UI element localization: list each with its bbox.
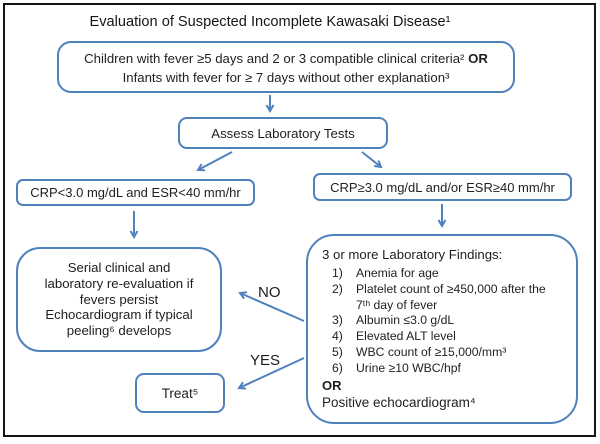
entry-criteria-line1: Children with fever ≥5 days and 2 or 3 c… (59, 49, 513, 68)
findings-or-label: OR (322, 377, 342, 393)
low-crp-esr-box: CRP<3.0 mg/dL and ESR<40 mm/hr (16, 179, 255, 206)
findings-item-text: Elevated ALT level (356, 329, 456, 344)
entry-criteria-text: Children with fever ≥5 days and 2 or 3 c… (84, 51, 465, 66)
findings-item-number: 5) (332, 344, 343, 359)
serial-line4: Echocardiogram if typical (45, 307, 193, 323)
findings-item: 3) Albumin ≤3.0 g/dL (322, 313, 566, 329)
treat-box: Treat⁵ (135, 373, 225, 413)
findings-echocardiogram-text: Positive echocardiogram⁴ (322, 394, 476, 410)
assess-label: Assess Laboratory Tests (211, 125, 355, 141)
serial-reevaluation-box: Serial clinical and laboratory re-evalua… (16, 247, 222, 352)
findings-item-number: 3) (332, 313, 343, 328)
findings-item-text: WBC count of ≥15,000/mm³ (356, 344, 507, 359)
low-crp-esr-label: CRP<3.0 mg/dL and ESR<40 mm/hr (30, 185, 241, 200)
findings-item-text: Anemia for age (356, 266, 439, 280)
treat-label: Treat⁵ (161, 385, 199, 401)
high-crp-esr-label: CRP≥3.0 mg/dL and/or ESR≥40 mm/hr (330, 179, 555, 195)
entry-criteria-box: Children with fever ≥5 days and 2 or 3 c… (57, 41, 515, 93)
outer-border (3, 3, 596, 437)
yes-edge-label: YES (250, 352, 281, 369)
findings-item-text: Urine ≥10 WBC/hpf (356, 360, 461, 375)
assess-laboratory-tests-box: Assess Laboratory Tests (178, 117, 388, 149)
findings-item-number: 6) (332, 360, 343, 375)
findings-title: 3 or more Laboratory Findings: (322, 247, 503, 262)
findings-item: 2) Platelet count of ≥450,000 after the … (322, 282, 566, 314)
findings-item-number: 4) (332, 329, 343, 344)
findings-item-text: Platelet count of ≥450,000 after the 7ᵗʰ… (356, 281, 546, 312)
findings-item-number: 1) (332, 266, 343, 280)
serial-line2: laboratory re-evaluation if (44, 275, 194, 291)
serial-line5: peeling⁶ develops (66, 323, 172, 339)
laboratory-findings-box: 3 or more Laboratory Findings: 1) Anemia… (306, 234, 578, 424)
findings-item: 6) Urine ≥10 WBC/hpf (322, 361, 566, 377)
high-crp-esr-box: CRP≥3.0 mg/dL and/or ESR≥40 mm/hr (313, 173, 572, 201)
serial-line3: fevers persist (79, 291, 159, 307)
findings-item: 4) Elevated ALT level (322, 329, 566, 345)
findings-item: 5) WBC count of ≥15,000/mm³ (322, 345, 566, 361)
entry-criteria-line2: Infants with fever for ≥ 7 days without … (122, 70, 450, 85)
findings-item-number: 2) (332, 281, 343, 296)
entry-or-label: OR (468, 51, 488, 66)
findings-item-text: Albumin ≤3.0 g/dL (356, 313, 455, 328)
no-edge-label: NO (258, 284, 281, 301)
diagram-title: Evaluation of Suspected Incomplete Kawas… (89, 14, 451, 30)
serial-line1: Serial clinical and (67, 260, 171, 275)
findings-item: 1) Anemia for age (322, 266, 566, 282)
